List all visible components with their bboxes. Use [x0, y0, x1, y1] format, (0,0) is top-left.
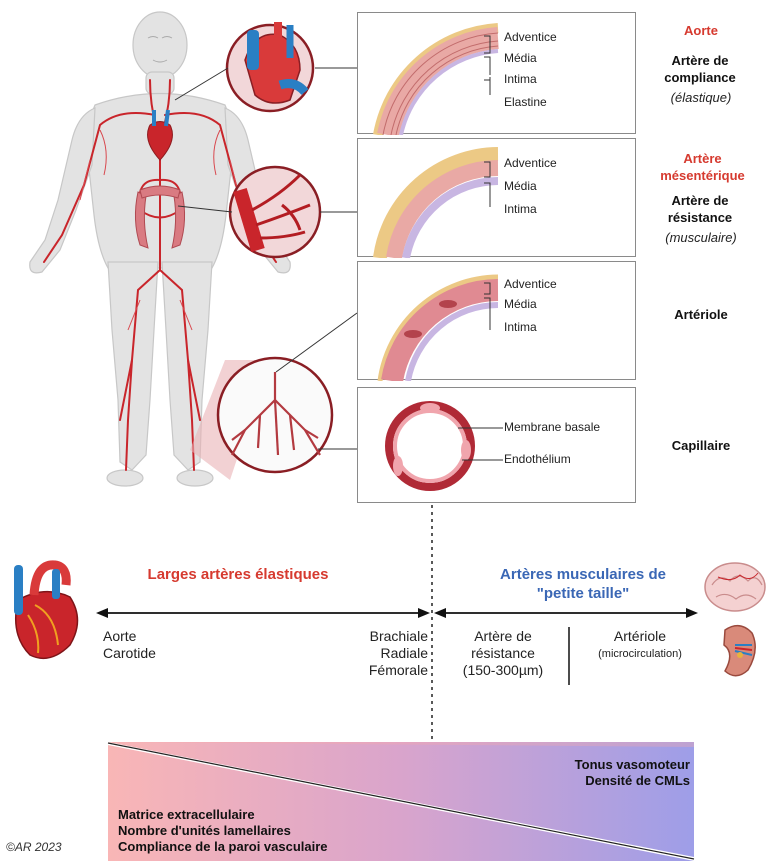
vessel-radiale: Radiale	[352, 645, 428, 662]
vessel-femorale: Fémorale	[352, 662, 428, 679]
human-body-illustration	[0, 0, 360, 510]
layer-label-endothelium: Endothélium	[504, 452, 571, 466]
mesenteric-wall-cross-section	[358, 139, 637, 258]
vessel-subtype-elastique: (élastique)	[636, 89, 766, 106]
layer-label-membrane-basale: Membrane basale	[504, 420, 600, 434]
arteriole-wall-cross-section	[358, 262, 637, 381]
layer-label-intima: Intima	[504, 72, 537, 86]
aorta-wall-cross-section	[358, 13, 637, 135]
kidney-icon	[724, 626, 755, 676]
label-compliance-paroi: Compliance de la paroi vasculaire	[118, 839, 328, 855]
vessel-title-capillaire: Capillaire	[636, 437, 766, 454]
vessel-title-aorte: Aorte	[636, 22, 766, 39]
anatomical-heart-icon	[14, 565, 78, 658]
arteriole-label: Artériole	[580, 628, 700, 645]
aorta-wall-panel: Adventice Média Intima Elastine	[357, 12, 636, 134]
capillary-cross-section	[358, 388, 637, 504]
vessel-title-mesenterique: Artère mésentérique	[660, 150, 745, 184]
vessel-carotide: Carotide	[103, 645, 156, 662]
layer-label-adventice: Adventice	[504, 277, 557, 291]
layer-label-media: Média	[504, 51, 537, 65]
resistance-artery-label-size: (150-300µm)	[448, 662, 558, 679]
vessel-type-compliance: Artère de compliance	[650, 52, 750, 86]
label-tonus-vasomoteur: Tonus vasomoteur	[540, 757, 690, 773]
copyright-label: ©AR 2023	[6, 840, 62, 854]
capillary-network-circle	[190, 358, 332, 480]
vessel-type-resistance: Artère de résistance	[650, 192, 750, 226]
layer-label-elastine: Elastine	[504, 95, 547, 109]
layer-label-intima: Intima	[504, 320, 537, 334]
microcirculation-label: (microcirculation)	[575, 646, 705, 663]
layer-label-adventice: Adventice	[504, 156, 557, 170]
vessel-subtype-musculaire: (musculaire)	[636, 229, 766, 246]
layer-label-media: Média	[504, 179, 537, 193]
large-elastic-arteries-title: Larges artères élastiques	[128, 565, 348, 584]
layer-label-intima: Intima	[504, 202, 537, 216]
mesenteric-artery-wall-panel: Adventice Média Intima	[357, 138, 636, 257]
resistance-artery-label-line2: résistance	[448, 645, 558, 662]
small-muscular-arteries-title: Artères musculaires de "petite taille"	[478, 565, 688, 603]
vessel-brachiale: Brachiale	[352, 628, 428, 645]
layer-label-adventice: Adventice	[504, 30, 557, 44]
layer-label-media: Média	[504, 297, 537, 311]
resistance-artery-label-line1: Artère de	[448, 628, 558, 645]
capillary-wall-panel: Membrane basale Endothélium	[357, 387, 636, 503]
mesenteric-magnified-circle	[230, 167, 320, 257]
label-matrice-extracellulaire: Matrice extracellulaire	[118, 807, 255, 823]
vessel-aorte: Aorte	[103, 628, 136, 645]
label-unites-lamellaires: Nombre d'unités lamellaires	[118, 823, 291, 839]
label-densite-cml: Densité de CMLs	[540, 773, 690, 789]
spectrum-graphics	[0, 505, 766, 861]
brain-icon	[705, 563, 765, 611]
arteriole-wall-panel: Adventice Média Intima	[357, 261, 636, 380]
vessel-title-arteriole: Artériole	[636, 306, 766, 323]
aorta-magnified-circle	[227, 22, 313, 111]
